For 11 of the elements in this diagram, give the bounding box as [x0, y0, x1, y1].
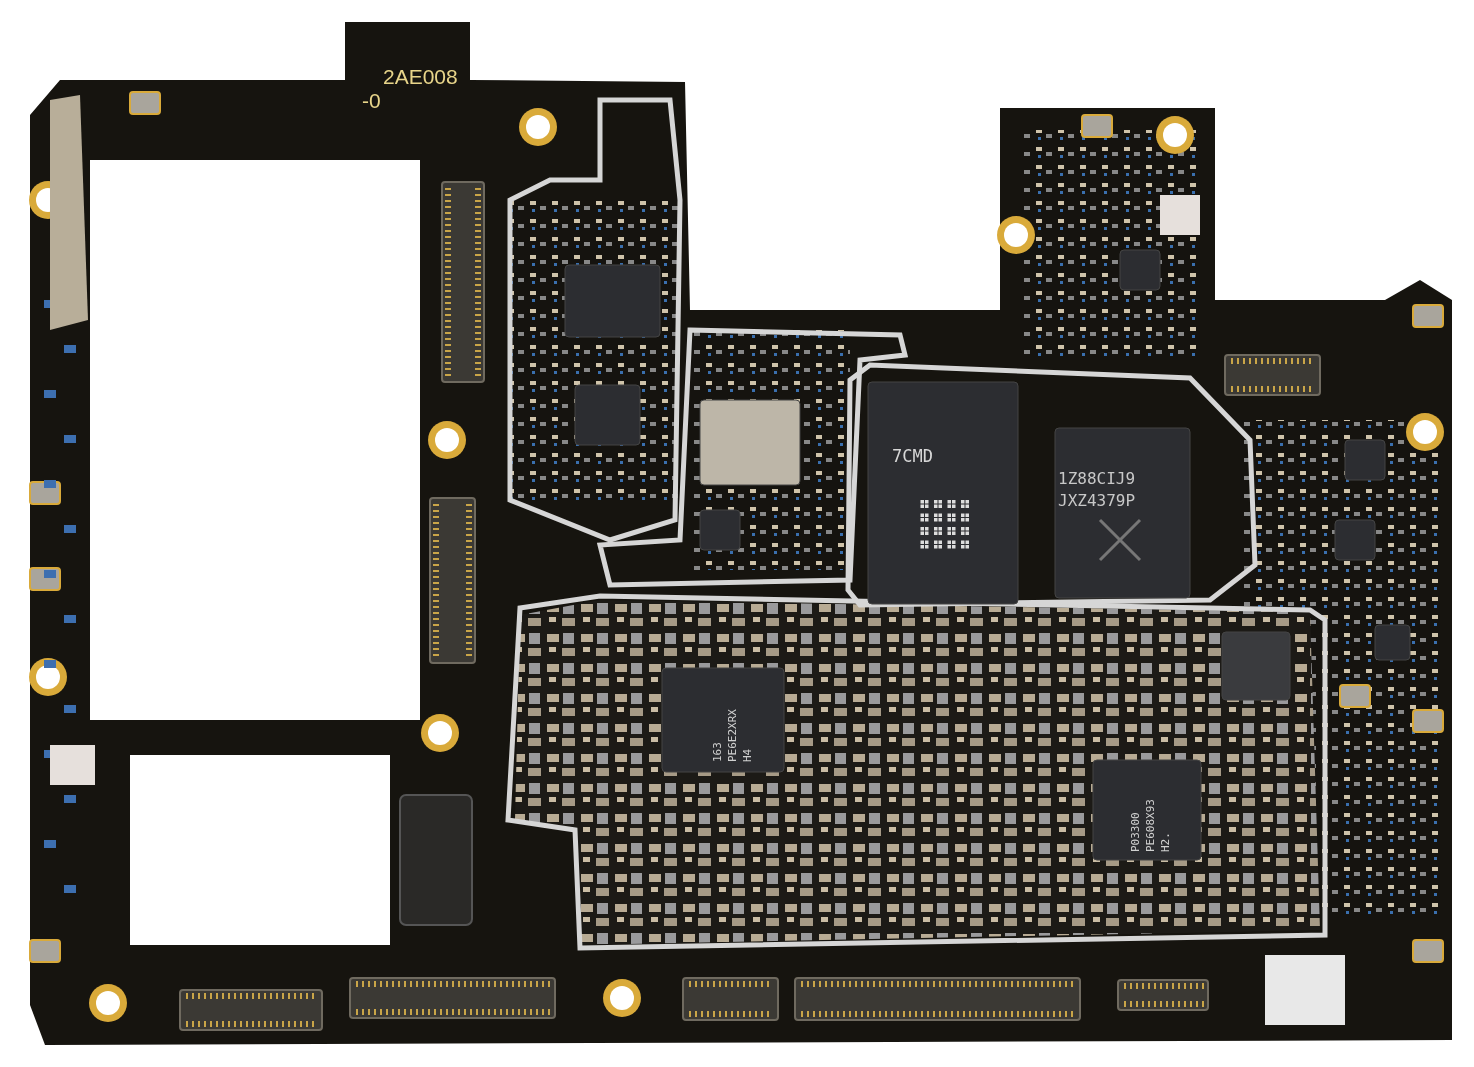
chip-marking: 163 — [712, 742, 723, 762]
chip-marking: JXZ4379P — [1058, 493, 1136, 509]
silkscreen-text: -0 — [362, 90, 381, 111]
chip-marking: 1Z88CIJ9 — [1058, 471, 1136, 487]
chip-marking: 7CMD — [892, 448, 933, 465]
chip-marking: H2. — [1160, 832, 1171, 852]
chip-marking: H4 — [742, 748, 753, 762]
chip-marking: P03300 — [1130, 812, 1141, 852]
silkscreen-text: 2AE008 — [383, 66, 458, 87]
chip-marking: PE608X93 — [1145, 799, 1156, 852]
chip-marking: PE6E2XRX — [727, 709, 738, 762]
